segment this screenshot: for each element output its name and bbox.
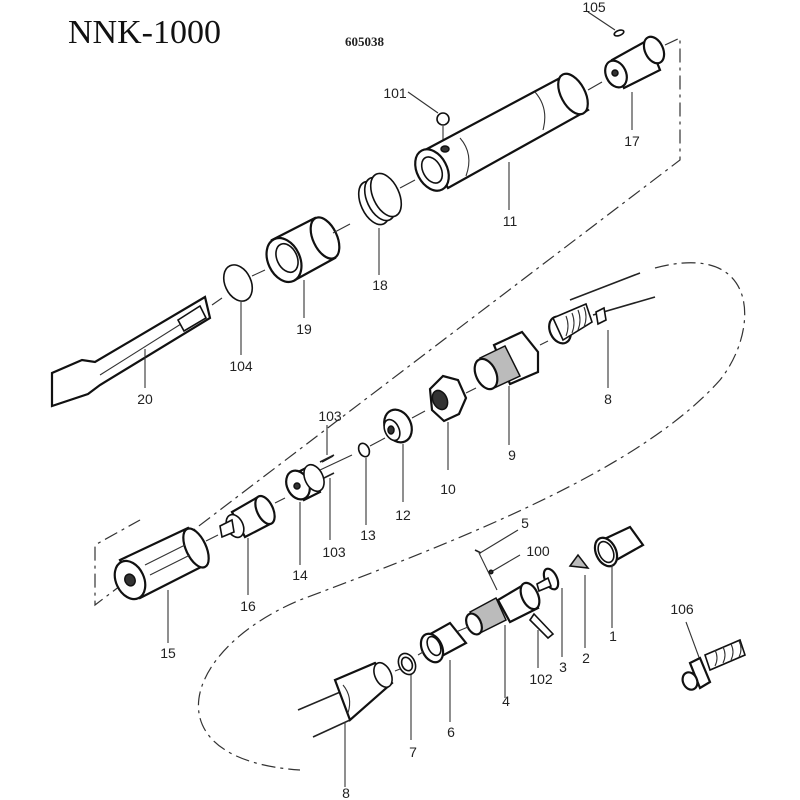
label-8-lower: 8 <box>342 785 350 800</box>
part-8-hose-upper[interactable] <box>545 272 656 388</box>
label-100: 100 <box>526 543 550 559</box>
label-17: 17 <box>624 133 640 149</box>
label-1: 1 <box>609 628 617 644</box>
part-12-washer[interactable] <box>379 405 426 502</box>
part-5-pin[interactable] <box>474 529 519 554</box>
part-4-valve-body[interactable] <box>455 580 543 698</box>
label-9: 9 <box>508 447 516 463</box>
label-16: 16 <box>240 598 256 614</box>
part-15-housing[interactable] <box>109 525 219 643</box>
drawing-number: 605038 <box>345 34 385 49</box>
part-104-o-ring[interactable] <box>218 260 266 355</box>
part-labels: 105 101 17 11 18 19 104 20 8 9 10 12 103… <box>137 0 694 800</box>
part-6-sleeve[interactable] <box>417 621 468 722</box>
part-11-cylinder[interactable] <box>408 69 603 210</box>
label-19: 19 <box>296 321 312 337</box>
part-19-sleeve[interactable] <box>260 213 351 318</box>
label-7: 7 <box>409 744 417 760</box>
label-8-upper: 8 <box>604 391 612 407</box>
part-100-ball[interactable] <box>478 552 521 591</box>
label-3: 3 <box>559 659 567 675</box>
label-6: 6 <box>447 724 455 740</box>
label-2: 2 <box>582 650 590 666</box>
label-4: 4 <box>502 693 510 709</box>
part-102-pin[interactable] <box>528 612 555 668</box>
part-2-cone[interactable] <box>568 553 590 648</box>
label-14: 14 <box>292 567 308 583</box>
part-18-spring[interactable] <box>352 169 416 275</box>
part-13-small-ring[interactable] <box>357 437 386 525</box>
label-103-lower: 103 <box>322 544 346 560</box>
label-5: 5 <box>521 515 529 531</box>
part-10-hex-nut[interactable] <box>428 374 477 470</box>
label-12: 12 <box>395 507 411 523</box>
part-8-hose-lower[interactable] <box>297 660 396 787</box>
label-10: 10 <box>440 481 456 497</box>
part-106-nipple[interactable] <box>680 621 746 692</box>
label-101: 101 <box>383 85 407 101</box>
label-20: 20 <box>137 391 153 407</box>
part-16-piston[interactable] <box>219 493 286 595</box>
label-102: 102 <box>529 671 553 687</box>
part-20-chisel[interactable] <box>50 295 223 408</box>
label-13: 13 <box>360 527 376 543</box>
hose-loop-outline <box>198 262 746 771</box>
part-1-cap[interactable] <box>591 525 645 628</box>
part-101-ball[interactable] <box>407 91 450 140</box>
label-106: 106 <box>670 601 694 617</box>
upper-assembly-outline <box>94 37 681 607</box>
part-105-pin[interactable] <box>587 11 625 37</box>
part-17-valve[interactable] <box>601 34 668 130</box>
part-3-valve-stem[interactable] <box>536 566 563 657</box>
label-105: 105 <box>582 0 606 15</box>
part-9-fitting[interactable] <box>470 330 549 445</box>
label-15: 15 <box>160 645 176 661</box>
label-103-upper: 103 <box>318 408 342 424</box>
model-title: NNK-1000 <box>68 14 221 51</box>
label-104: 104 <box>229 358 253 374</box>
label-18: 18 <box>372 277 388 293</box>
part-7-washer[interactable] <box>394 651 419 740</box>
label-11: 11 <box>503 213 518 229</box>
part-14-disc[interactable] <box>282 454 353 565</box>
part-103-pin-upper[interactable] <box>319 425 335 463</box>
